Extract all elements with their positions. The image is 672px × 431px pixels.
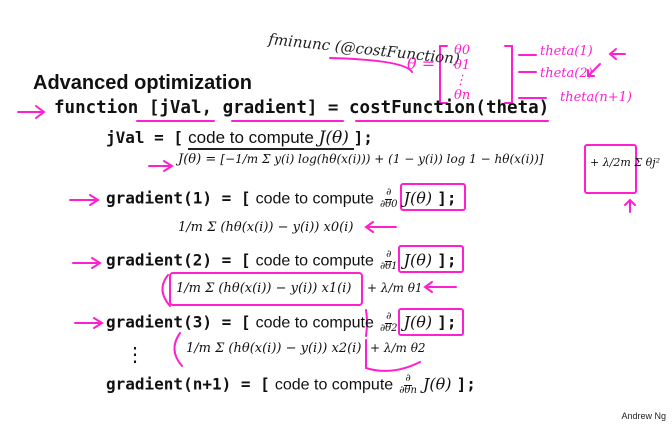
theta-label-n1: theta(n+1) bbox=[560, 90, 632, 105]
gradient-3-formula: 1/m Σ (hθ(x(i)) − y(i)) x2(i) bbox=[186, 341, 362, 356]
gradient-1-line: gradient(1) = [ code to compute ∂∂θ0 J(θ… bbox=[106, 187, 457, 210]
vertical-ellipsis: ⋮ bbox=[125, 342, 145, 366]
jtheta-formula: J(θ) = [−1/m Σ y(i) log(hθ(x(i))) + (1 −… bbox=[178, 152, 544, 167]
gradient-1-formula: 1/m Σ (hθ(x(i)) − y(i)) x0(i) bbox=[178, 220, 354, 235]
jval-text: code to compute J(θ) bbox=[188, 128, 354, 150]
gradient-2-line: gradient(2) = [ code to compute ∂∂θ1 J(θ… bbox=[106, 249, 457, 272]
jval-prefix: jVal = [ bbox=[106, 128, 184, 147]
theta-label-1: theta(1) bbox=[540, 44, 593, 59]
gradient-3-reg: + λ/m θ2 bbox=[370, 341, 426, 355]
gradient-2-reg: + λ/m θ1 bbox=[367, 281, 423, 295]
jval-line: jVal = [ code to compute J(θ) ]; bbox=[106, 128, 373, 150]
arrow-fminunc bbox=[329, 57, 413, 73]
gradient-3-line: gradient(3) = [ code to compute ∂∂θ2 J(θ… bbox=[106, 311, 457, 334]
author-credit: Andrew Ng bbox=[621, 411, 666, 421]
theta-label-2: theta(2) bbox=[540, 66, 593, 81]
slide-title: Advanced optimization bbox=[33, 72, 252, 94]
arrow-jtheta bbox=[148, 160, 174, 172]
theta-symbol: θ = bbox=[407, 54, 436, 73]
gradient-n1-line: gradient(n+1) = [ code to compute ∂∂θn J… bbox=[106, 373, 476, 396]
jtheta-regularization: + λ/2m Σ θj² bbox=[590, 156, 661, 169]
function-signature: function [jVal, gradient] = costFunction… bbox=[54, 98, 550, 118]
theta-vector: θ0 θ1 ⋮ θn bbox=[454, 43, 471, 103]
jval-suffix: ]; bbox=[353, 128, 373, 147]
arrow-function bbox=[17, 105, 46, 119]
gradient-2-formula: 1/m Σ (hθ(x(i)) − y(i)) x1(i) bbox=[176, 281, 352, 296]
